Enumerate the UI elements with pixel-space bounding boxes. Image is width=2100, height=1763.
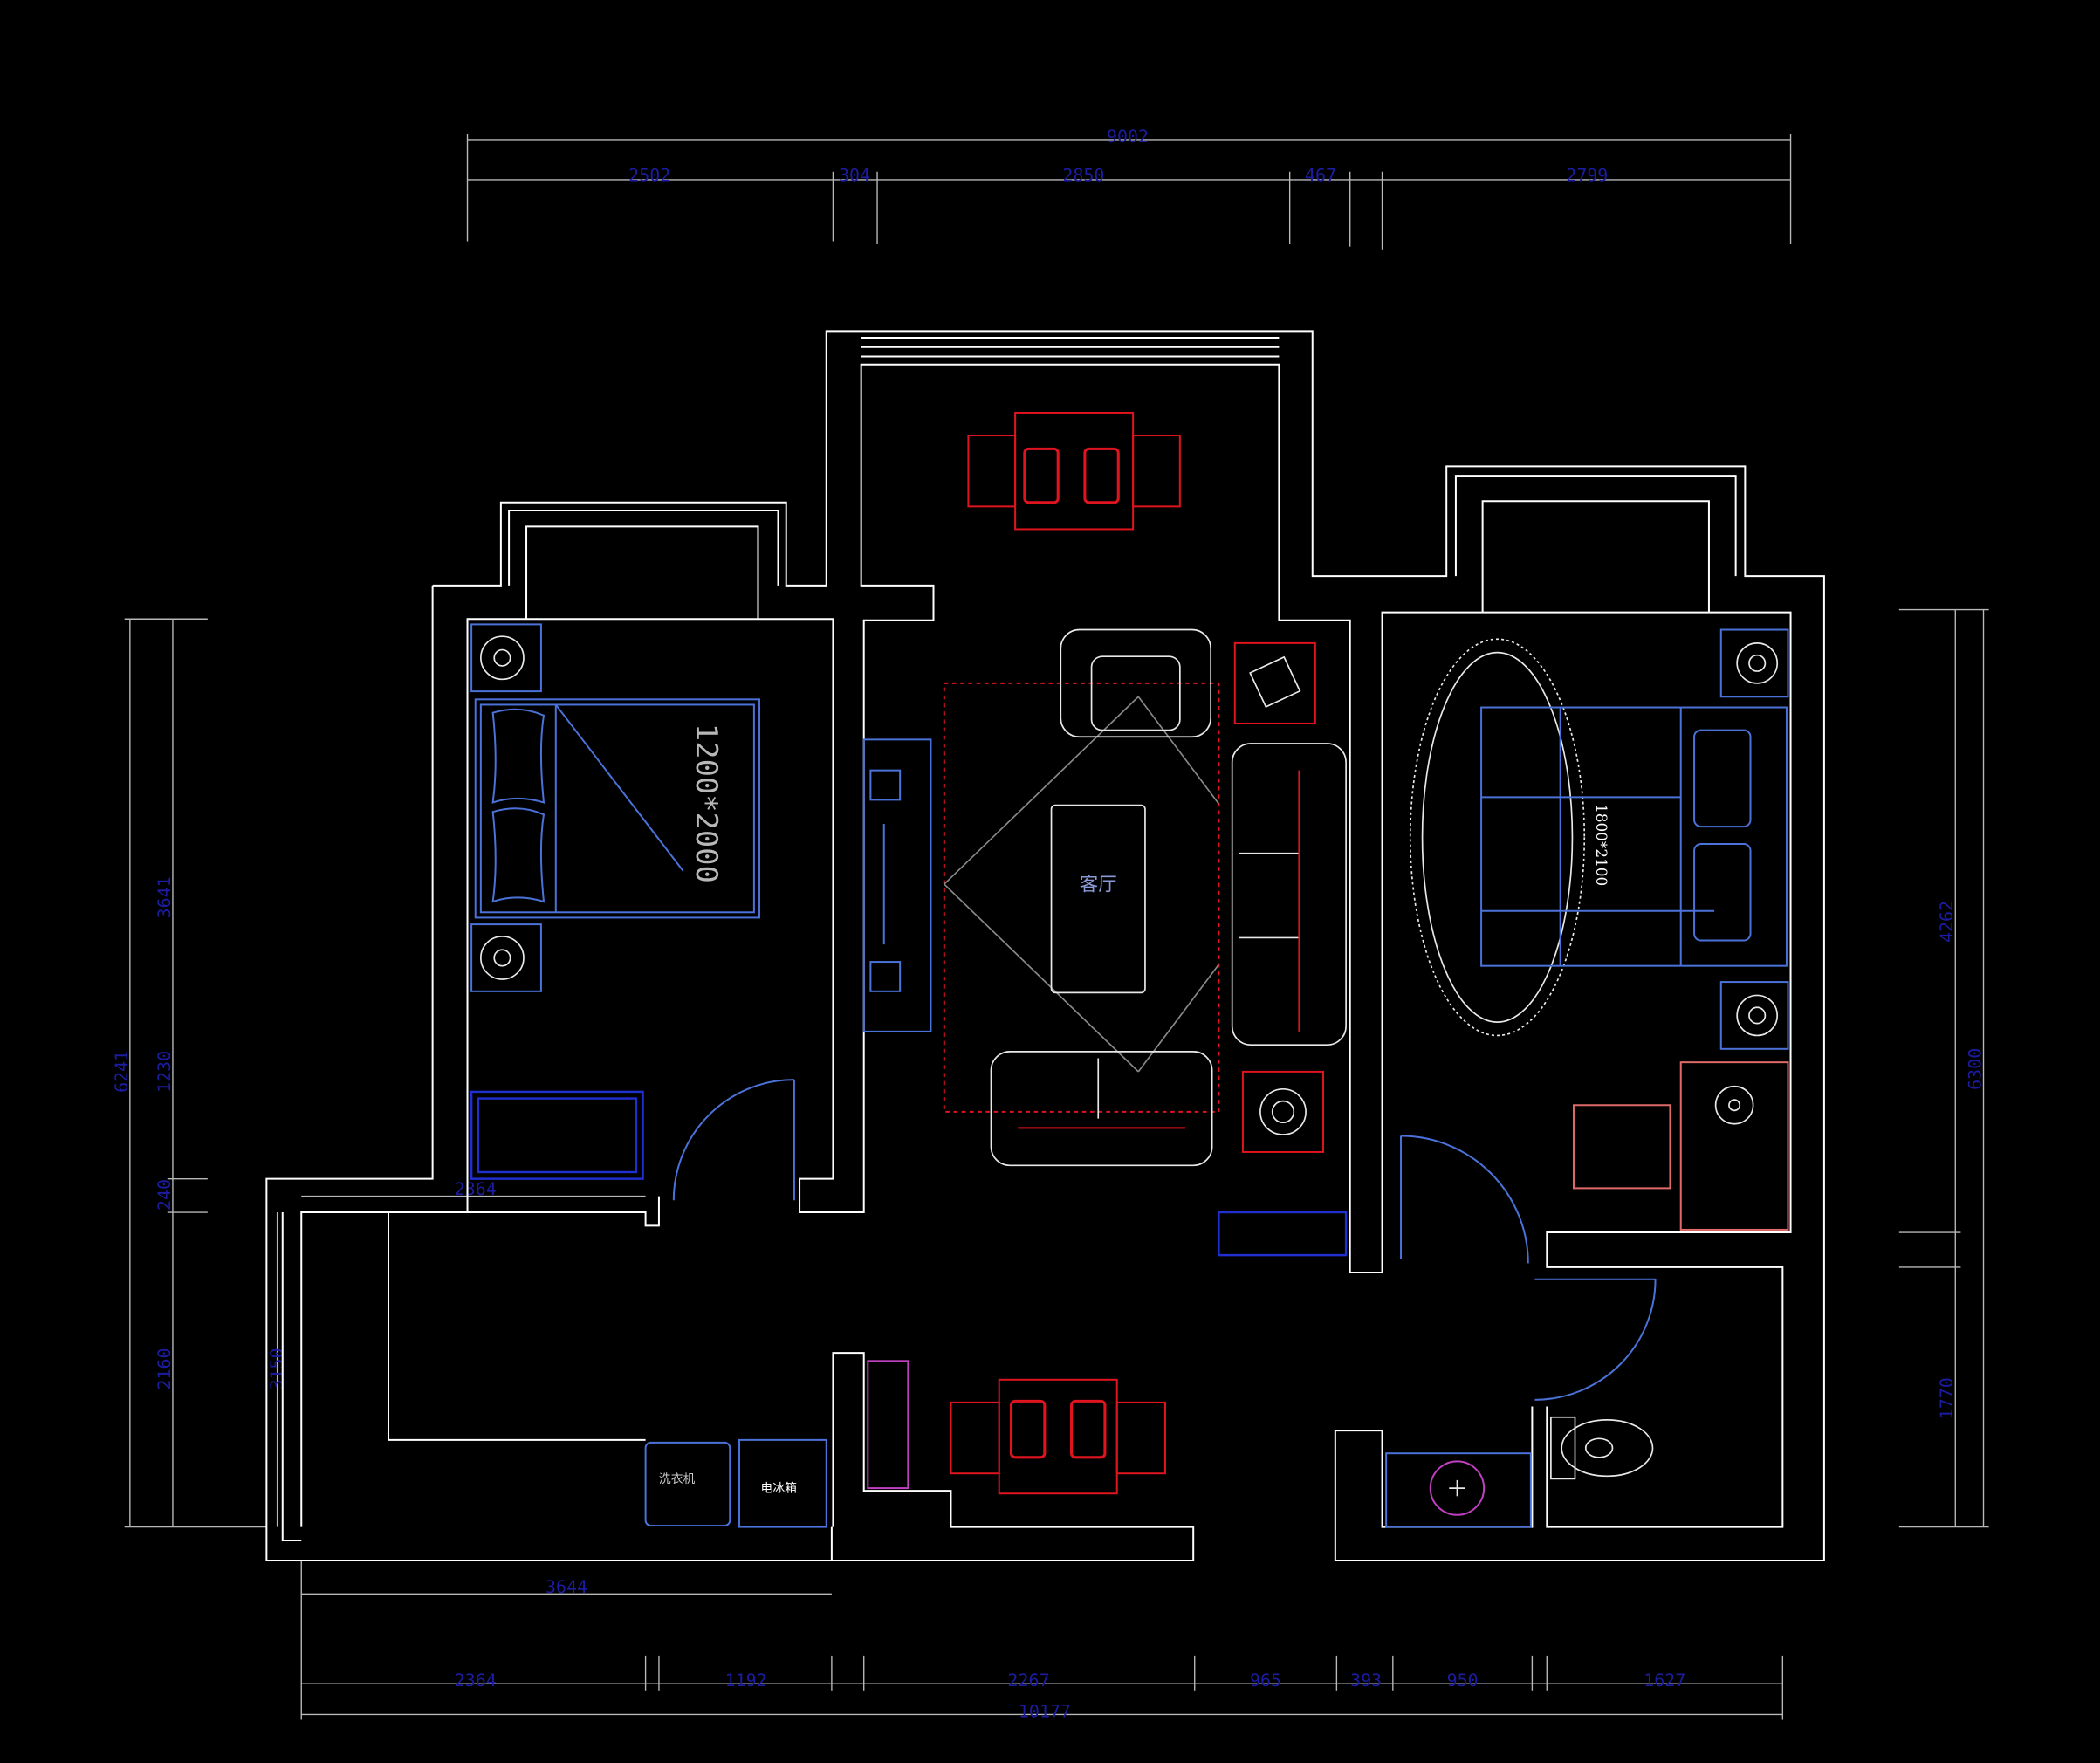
tv-cabinet — [862, 738, 932, 1032]
dim-top-1: 2502 — [628, 164, 670, 185]
dim-bottom-3: 2267 — [1007, 1670, 1049, 1691]
dim-top-5: 2799 — [1566, 164, 1608, 185]
loveseat-bottom — [990, 1051, 1213, 1167]
dim-left-2: 1230 — [154, 1051, 175, 1093]
walls — [265, 330, 1825, 1561]
side-table-top — [1233, 641, 1316, 724]
right-dimensions: 4262 6300 1770 — [1898, 608, 1989, 1528]
sofa-right — [1231, 743, 1347, 1046]
single-bed — [474, 698, 761, 919]
double-bed — [1480, 706, 1788, 967]
second-bedroom: 1200*2000 — [470, 623, 761, 1180]
washing-machine-label: 洗衣机 — [659, 1472, 696, 1486]
top-dimensions: 9002 2502 304 2850 467 2799 — [466, 126, 1792, 250]
dim-kitchen-width: 2364 — [455, 1178, 497, 1199]
armchair-top — [1060, 628, 1211, 738]
dim-bottom-7: 1627 — [1644, 1670, 1685, 1691]
living-room: 客厅 — [862, 411, 1348, 1495]
dim-top-3: 2850 — [1062, 164, 1104, 185]
dining-table-bottom — [950, 1378, 1166, 1495]
entry-cabinet — [1218, 1211, 1348, 1257]
dim-right-outer: 6300 — [1964, 1048, 1985, 1090]
dim-kitchen-depth: 3150 — [266, 1348, 287, 1390]
dim-bottom-6: 950 — [1447, 1670, 1479, 1691]
shoe-cabinet — [867, 1360, 909, 1490]
nightstand-top — [470, 623, 542, 693]
dining-table-top — [967, 411, 1181, 531]
washing-machine — [644, 1441, 731, 1527]
vanity-counter — [1385, 1452, 1532, 1528]
dim-left-3: 240 — [154, 1179, 175, 1211]
dim-bottom-5: 393 — [1350, 1670, 1382, 1691]
dim-top-2: 304 — [839, 164, 870, 185]
coffee-table — [1050, 804, 1146, 994]
side-table-bottom — [1241, 1070, 1325, 1153]
dim-left-1: 3641 — [154, 876, 175, 918]
oval-rug — [1409, 638, 1586, 1037]
dim-left-4: 2160 — [154, 1348, 175, 1390]
desk — [1679, 1061, 1789, 1231]
dim-bottom-1: 2364 — [455, 1670, 497, 1691]
bathroom — [1385, 1416, 1654, 1528]
nightstand-bottom — [470, 923, 542, 992]
dim-right-2: 1770 — [1936, 1377, 1957, 1419]
bottom-dimensions: 2364 1192 2267 965 393 950 1627 10177 — [300, 1560, 1784, 1721]
dim-bottom-2: 1192 — [725, 1670, 767, 1691]
refrigerator-label: 电冰箱 — [761, 1482, 798, 1496]
dim-bottom-total: 10177 — [1019, 1700, 1071, 1721]
dim-top-4: 467 — [1305, 164, 1336, 185]
refrigerator — [738, 1438, 827, 1528]
wash-basin — [1429, 1460, 1486, 1516]
dim-right-1: 4262 — [1936, 901, 1957, 943]
living-room-label: 客厅 — [1080, 875, 1117, 896]
nightstand-master-bottom — [1719, 981, 1789, 1050]
dim-bottom-4: 965 — [1250, 1670, 1281, 1691]
toilet-bowl — [1561, 1419, 1654, 1478]
dim-left-outer: 6241 — [111, 1051, 132, 1093]
master-bedroom: 1800*2100 — [1409, 628, 1789, 1231]
area-rug — [943, 682, 1220, 1113]
toilet-tank — [1550, 1416, 1576, 1480]
kitchen: 洗衣机 电冰箱 — [644, 1438, 827, 1528]
left-dimensions: 6241 3641 1230 240 2160 — [111, 618, 267, 1528]
nightstand-master-top — [1719, 628, 1789, 698]
wardrobe — [470, 1090, 644, 1180]
second-bed-size: 1200*2000 — [690, 724, 724, 883]
dim-kitchen-bottom: 3644 — [546, 1576, 587, 1597]
interior-dimensions: 2364 3644 3150 — [266, 1178, 832, 1597]
master-bed-size: 1800*2100 — [1593, 804, 1610, 886]
dim-top-total: 9002 — [1107, 126, 1149, 147]
desk-chair — [1572, 1104, 1671, 1190]
